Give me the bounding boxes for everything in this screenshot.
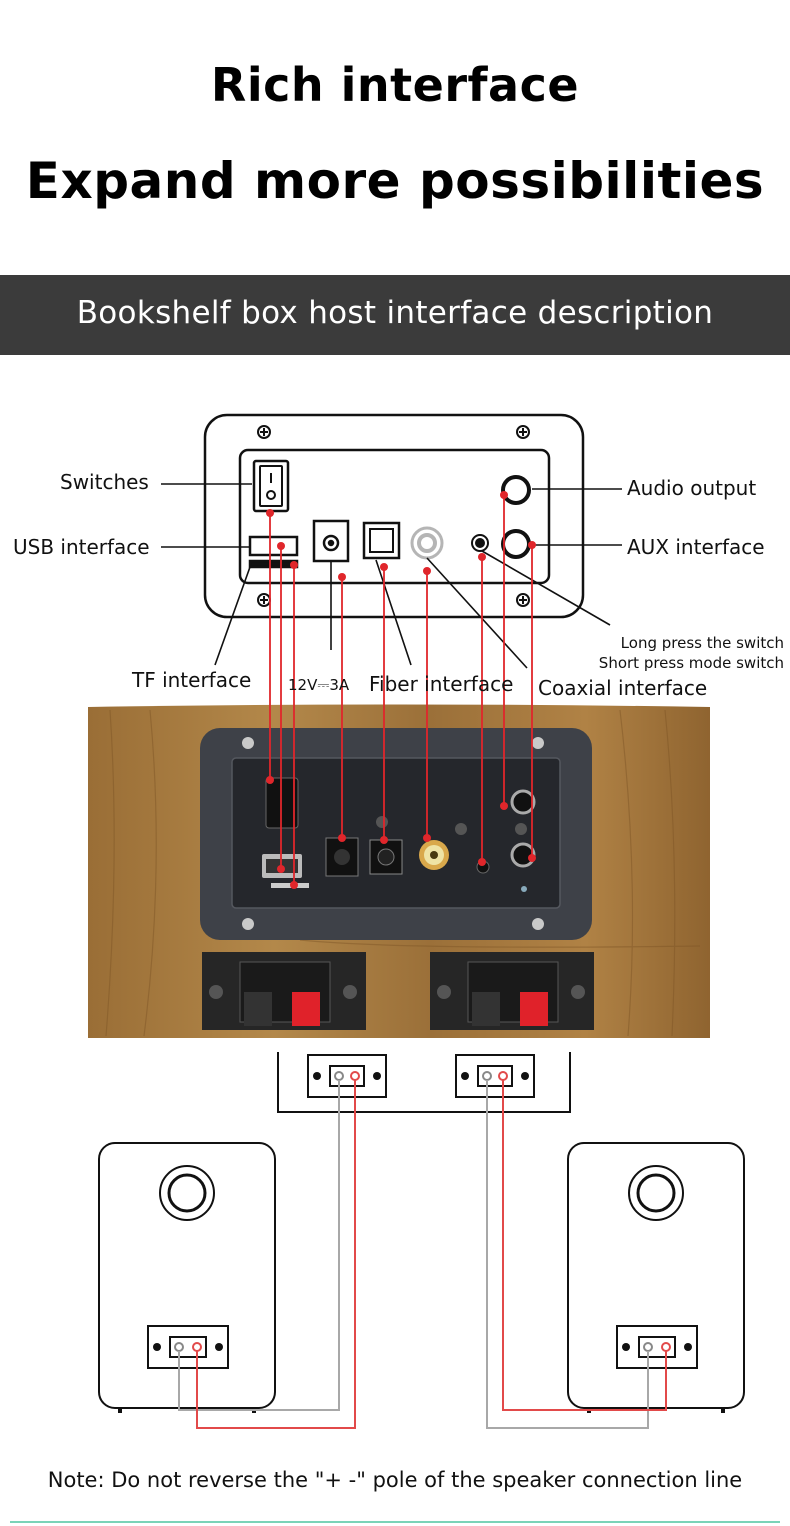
speaker-terminal-left: [202, 952, 366, 1030]
optical-port-icon: [362, 521, 401, 560]
host-terminal-details: [313, 1072, 529, 1080]
main-title: Rich interface: [210, 58, 580, 112]
dc-jack-icon: [312, 519, 350, 563]
switch-photo: [265, 777, 299, 829]
label-switches: Switches: [60, 470, 149, 494]
usb-port-icon: [248, 535, 299, 557]
amplifier-back-panel: [88, 704, 710, 1038]
label-short-press: Short press mode switch: [598, 654, 784, 672]
label-tf-interface: TF interface: [132, 668, 252, 692]
leader-lines: [161, 483, 622, 669]
power-switch-icon: [252, 459, 290, 513]
subtitle: Expand more possibilities: [25, 152, 765, 210]
speaker-terminal-right: [430, 952, 594, 1030]
aux-jack-icon: [501, 529, 531, 559]
red-leader-dots: [266, 491, 536, 889]
right-speaker-icon: [567, 1142, 745, 1413]
banner-title: Bookshelf box host interface description: [76, 295, 714, 331]
tf-slot-icon: [248, 559, 299, 569]
mode-button-icon: [471, 534, 489, 552]
label-long-press: Long press the switch: [620, 634, 784, 652]
bottom-divider: [10, 1521, 780, 1523]
screw-icon: [516, 425, 530, 439]
outer-plate: [203, 413, 585, 619]
polarity-note: Note: Do not reverse the "+ -" pole of t…: [47, 1468, 743, 1492]
screw-icon: [257, 425, 271, 439]
host-terminal-outline: [277, 1052, 571, 1113]
left-speaker-icon: [98, 1142, 276, 1413]
screw-icon: [516, 593, 530, 607]
audio-output-jack-icon: [501, 475, 531, 505]
label-aux-interface: AUX interface: [627, 535, 765, 559]
label-usb-interface: USB interface: [13, 535, 150, 559]
inner-panel: [238, 448, 551, 585]
interface-outline-drawing: [203, 413, 585, 619]
section-banner: Bookshelf box host interface description: [0, 275, 790, 355]
coaxial-port-icon: [410, 526, 444, 560]
speaker-wires: [178, 1080, 667, 1429]
screw-icon: [257, 593, 271, 607]
label-fiber-interface: Fiber interface: [369, 672, 514, 696]
label-coaxial-interface: Coaxial interface: [538, 676, 708, 700]
red-leader-lines: [269, 495, 533, 885]
label-audio-output: Audio output: [627, 476, 757, 500]
label-power: 12V⎓3A: [288, 676, 350, 694]
